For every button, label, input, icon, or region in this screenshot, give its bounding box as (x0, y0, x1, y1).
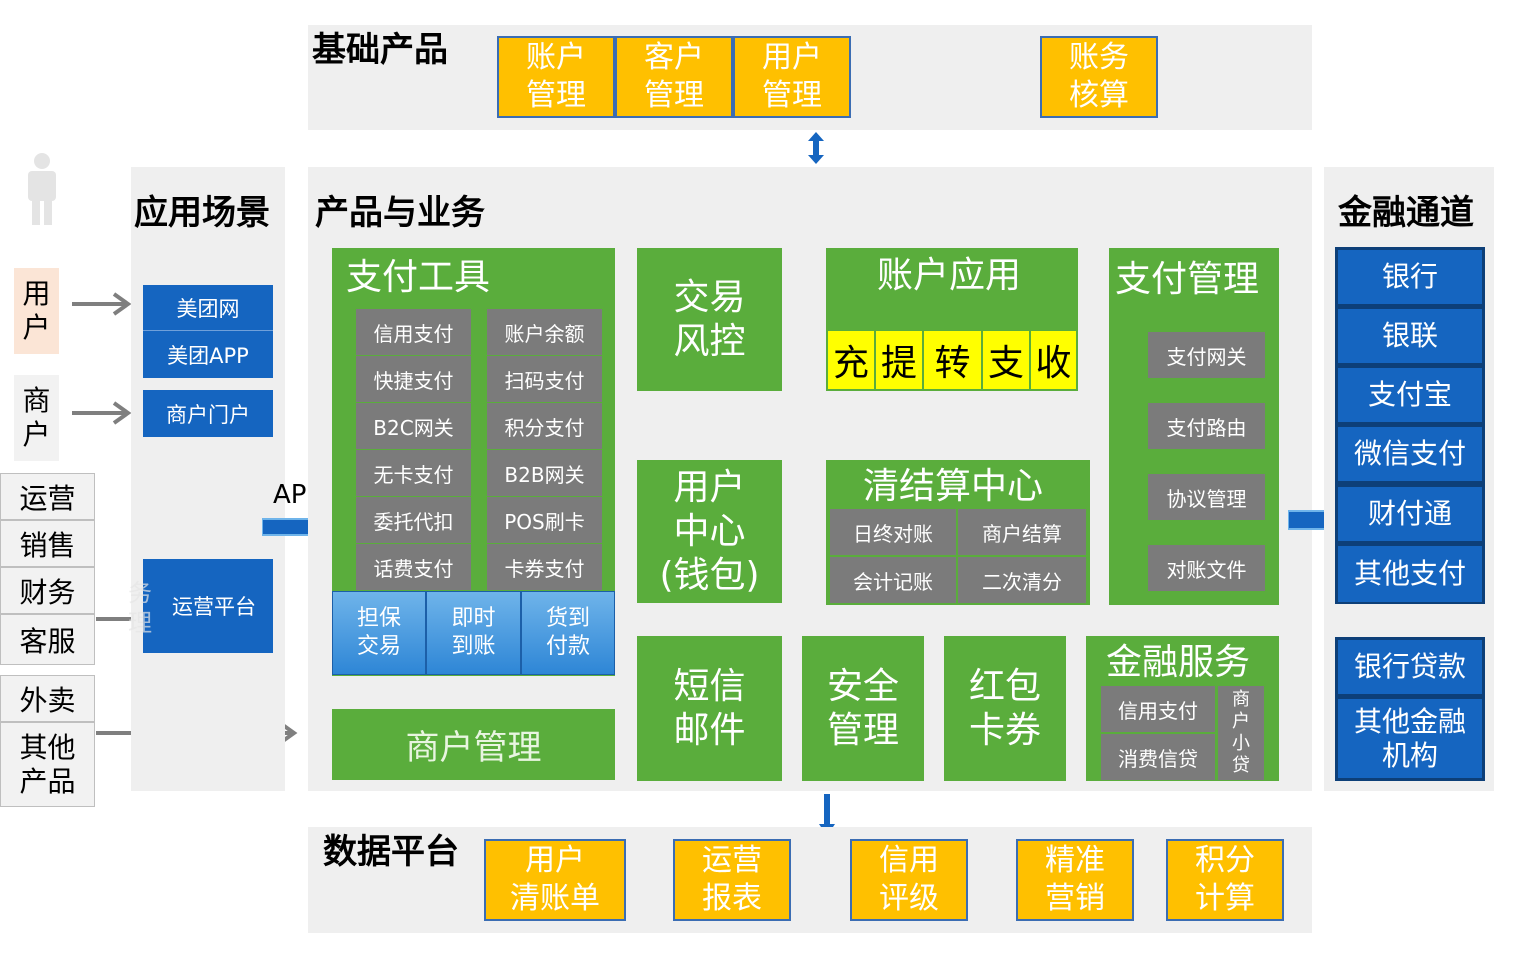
user-management-box: 用户 管理 (733, 36, 851, 118)
clearing-daily-recon: 日终对账 (830, 509, 956, 555)
sms-email-box: 短信 邮件 (637, 636, 782, 781)
clearing-merchant-settle: 商户结算 (958, 509, 1086, 555)
account-op-transfer: 转 (924, 331, 982, 389)
channel-alipay: 支付宝 (1338, 368, 1482, 424)
scene-merchant-portal: 商户门户 (143, 390, 273, 437)
pay-mgmt-title: 支付管理 (1115, 259, 1260, 300)
fin-credit-pay: 信用支付 (1101, 686, 1215, 732)
channel-other-pay: 其他支付 (1338, 546, 1482, 602)
api-label: API (273, 480, 315, 510)
actor-user: 用 户 (14, 268, 59, 354)
account-app-title: 账户应用 (877, 255, 1022, 296)
special-cod: 货到 付款 (521, 591, 615, 675)
actor-ops: 运营 (0, 473, 95, 520)
special-escrow: 担保 交易 (332, 591, 426, 675)
scene-meituan-app: 美团APP (143, 331, 273, 378)
channel-wechat: 微信支付 (1338, 427, 1482, 483)
actor-sales: 销售 (0, 520, 95, 567)
security-box: 安全 管理 (802, 636, 924, 781)
accounting-box: 账务 核算 (1040, 36, 1158, 118)
pay-mgmt-recon-file: 对账文件 (1148, 545, 1265, 591)
scene-overlap-text: 务 理 (128, 579, 152, 637)
account-op-withdraw: 提 (876, 331, 923, 389)
pay-tool-b2b: B2B网关 (487, 450, 602, 496)
account-op-receive: 收 (1031, 331, 1076, 389)
fin-service-title: 金融服务 (1106, 642, 1251, 683)
actor-other-products: 其他 产品 (0, 722, 95, 807)
payment-channels-group (1335, 247, 1485, 604)
pay-tool-phone: 话费支付 (356, 544, 471, 590)
data-platform-title: 数据平台 (323, 832, 459, 872)
pay-tool-qr: 扫码支付 (487, 356, 602, 402)
actor-merchant: 商 户 (14, 375, 59, 461)
product-title: 产品与业务 (315, 193, 485, 233)
pay-tool-quick: 快捷支付 (356, 356, 471, 402)
account-op-deposit: 充 (828, 331, 875, 389)
coupon-box: 红包 卡券 (944, 636, 1066, 781)
person-icon (28, 153, 56, 225)
data-user-statement: 用户 清账单 (484, 839, 626, 921)
user-center-box: 用户 中心 (钱包) (637, 460, 782, 603)
pay-tool-balance: 账户余额 (487, 309, 602, 355)
actor-finance: 财务 (0, 567, 95, 614)
double-arrow-icon (808, 132, 824, 164)
data-platform-panel (308, 827, 1312, 933)
pay-mgmt-gateway: 支付网关 (1148, 332, 1265, 378)
pay-tool-cardless: 无卡支付 (356, 450, 471, 496)
pay-tool-points: 积分支付 (487, 403, 602, 449)
data-precision-marketing: 精准 营销 (1016, 839, 1134, 921)
fin-merchant-loan: 商 户 小 贷 (1218, 686, 1264, 780)
pay-mgmt-routing: 支付路由 (1148, 403, 1265, 449)
channel-bank: 银行 (1338, 250, 1482, 306)
channels-title: 金融通道 (1338, 193, 1474, 233)
data-credit-rating: 信用 评级 (850, 839, 968, 921)
scenes-panel (131, 167, 285, 791)
clearing-title: 清结算中心 (863, 466, 1044, 507)
channel-tenpay: 财付通 (1338, 487, 1482, 543)
clearing-secondary: 二次清分 (958, 557, 1086, 603)
channel-other-finance: 其他金融 机构 (1338, 699, 1482, 778)
data-ops-report: 运营 报表 (673, 839, 791, 921)
actor-customer-service: 客服 (0, 614, 95, 665)
pay-tool-voucher: 卡券支付 (487, 544, 602, 590)
scene-ops-platform: 运营平台 (143, 559, 273, 653)
down-arrow-icon (819, 794, 835, 836)
clearing-bookkeeping: 会计记账 (830, 557, 956, 603)
account-management-box: 账户 管理 (497, 36, 615, 118)
channel-bank-loan: 银行贷款 (1338, 640, 1482, 696)
pay-mgmt-protocol: 协议管理 (1148, 474, 1265, 520)
customer-management-box: 客户 管理 (615, 36, 733, 118)
pay-tools-title: 支付工具 (346, 257, 491, 298)
merchant-management-label: 商户管理 (405, 728, 542, 768)
pay-tool-credit: 信用支付 (356, 309, 471, 355)
data-points-calc: 积分 计算 (1166, 839, 1284, 921)
base-products-title: 基础产品 (312, 30, 448, 70)
pay-tool-b2c: B2C网关 (356, 403, 471, 449)
pay-tool-pos: POS刷卡 (487, 497, 602, 543)
pay-tool-withhold: 委托代扣 (356, 497, 471, 543)
account-op-pay: 支 (983, 331, 1030, 389)
actor-takeout: 外卖 (0, 675, 95, 722)
fin-consumer-loan: 消费信贷 (1101, 734, 1215, 780)
scenes-title: 应用场景 (134, 193, 270, 233)
merchant-management-box: 商户管理 (332, 709, 615, 780)
special-instant: 即时 到账 (426, 591, 521, 675)
scene-meituan-web: 美团网 (143, 285, 273, 331)
risk-control-box: 交易 风控 (637, 248, 782, 391)
channel-unionpay: 银联 (1338, 309, 1482, 365)
